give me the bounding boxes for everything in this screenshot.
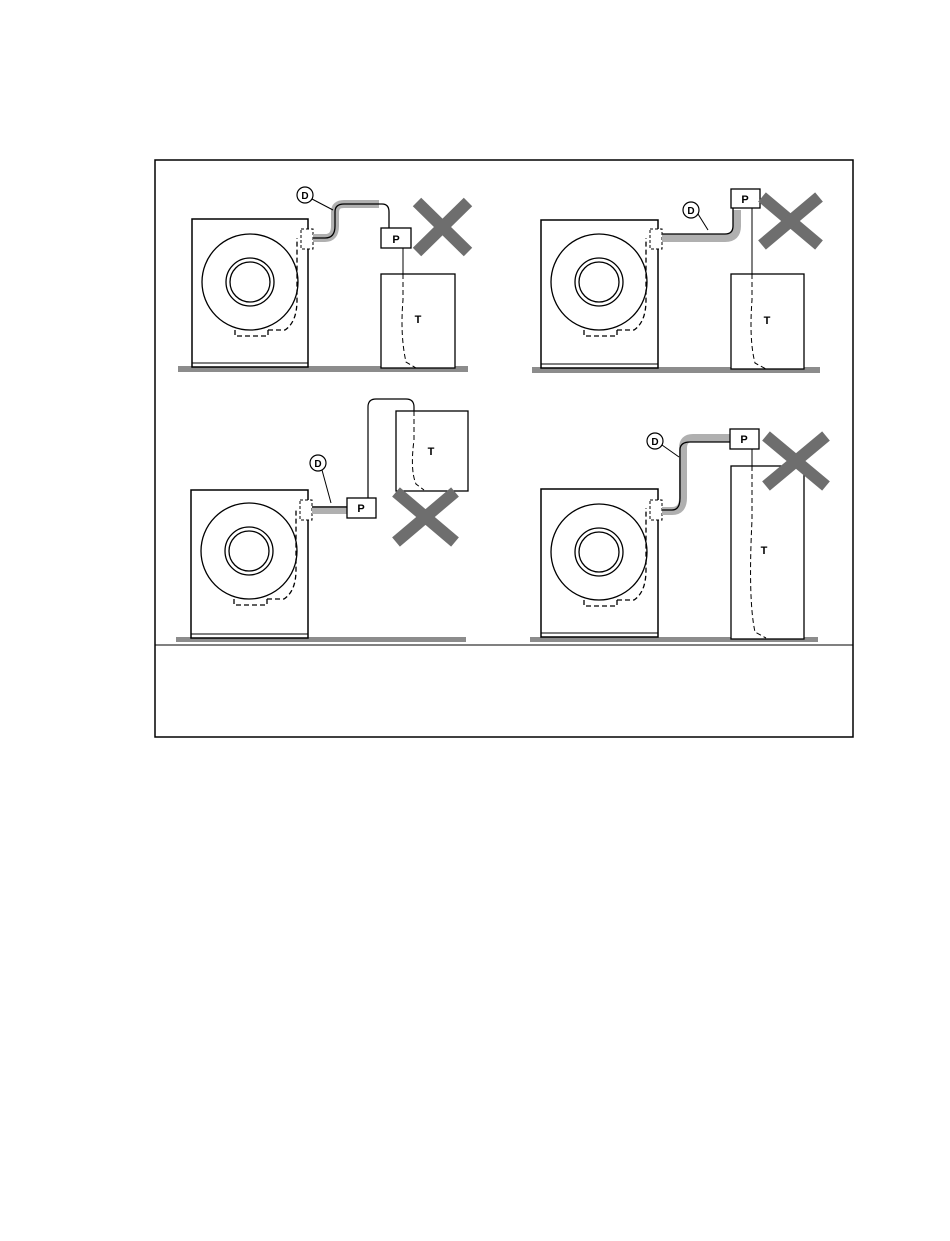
svg-text:P: P (392, 234, 399, 246)
svg-text:T: T (764, 315, 771, 327)
panel-top-left: P T D (178, 187, 468, 372)
hose-label-d: D (297, 187, 333, 210)
svg-text:D: D (301, 191, 308, 202)
washing-machine (541, 489, 662, 637)
pump-box: P (347, 498, 376, 518)
svg-text:T: T (415, 314, 422, 326)
pump-box: P (730, 429, 759, 449)
panel-bottom-left: P T D (176, 399, 468, 642)
svg-text:P: P (357, 503, 364, 515)
cross-mark-icon (396, 492, 455, 542)
svg-text:D: D (651, 437, 658, 448)
washing-machine (191, 490, 312, 638)
cross-mark-icon (417, 202, 468, 252)
panel-bottom-right: P T D (530, 429, 826, 642)
svg-text:T: T (428, 446, 435, 458)
svg-text:D: D (314, 459, 321, 470)
standpipe-tank: T (731, 274, 804, 369)
drain-hose (662, 438, 730, 511)
panel-top-right: P T D (532, 189, 820, 373)
svg-text:P: P (741, 194, 748, 206)
washing-machine (192, 219, 313, 367)
svg-text:D: D (687, 206, 694, 217)
pump-box: P (731, 189, 760, 208)
cross-mark-icon (762, 197, 819, 245)
svg-text:P: P (740, 434, 747, 446)
standpipe-tank: T (731, 466, 804, 639)
standpipe-tank: T (396, 411, 468, 491)
washing-machine (541, 220, 662, 368)
standpipe-tank: T (381, 274, 455, 368)
svg-text:T: T (761, 545, 768, 557)
pump-box: P (381, 228, 411, 248)
hose-label-d: D (683, 202, 708, 230)
hose-label-d: D (310, 455, 331, 503)
drain-hose (313, 204, 379, 238)
hose-label-d: D (647, 433, 679, 457)
